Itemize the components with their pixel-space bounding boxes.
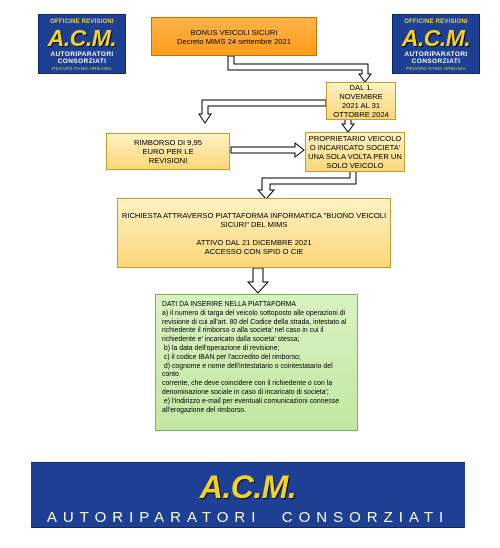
arrow-proprietario-to-richiesta: [256, 170, 357, 200]
banner-subtitle: AUTORIPARATORI CONSORZIATI: [46, 509, 450, 526]
dati-box: DATI DA INSERIRE NELLA PIATTAFORMA a) il…: [155, 294, 358, 431]
logo-line-1: AUTORIPARATORI: [404, 51, 468, 58]
logo-mark: A.C.M.: [401, 25, 471, 51]
proprietario-box: PROPRIETARIO VEICOLO O INCARICATO SOCIET…: [305, 132, 405, 172]
dati-line: revisione di cui all'art. 80 del Codice …: [162, 318, 347, 326]
richiesta-line-4: ATTIVO DAL 21 DICEMBRE 2021: [196, 237, 312, 247]
dates-line-2: 2021 AL 31: [341, 101, 381, 110]
dati-line: a) il numero di targa del veicolo sottop…: [162, 309, 346, 317]
arrow-rimborso-to-proprietario: [230, 141, 305, 159]
dati-line: richiedente il rimborso o alla societa' …: [162, 327, 324, 335]
acm-banner: A.C.M. AUTORIPARATORI CONSORZIATI: [31, 462, 465, 528]
dates-line-3: OTTOBRE 2024: [333, 110, 389, 119]
richiesta-line-1: RICHIESTA ATTRAVERSO PIATTAFORMA INFORMA…: [121, 210, 387, 220]
logo-top-text: OFFICINE REVISIONI: [404, 19, 468, 25]
dati-line: denominazione sociale in caso di incaric…: [162, 388, 329, 396]
proprietario-line-1: PROPRIETARIO VEICOLO: [308, 134, 402, 143]
richiesta-line-2: SICURI" DEL MIMS: [220, 219, 288, 229]
logo-line-3: PESARO-FANO-URBANIA: [406, 66, 466, 71]
dati-line: d) cognome e nome dell'intestatario o co…: [162, 362, 333, 370]
acm-logo-left: OFFICINE REVISIONI A.C.M. AUTORIPARATORI…: [38, 14, 126, 74]
dati-line: all'erogazione del rimborso.: [162, 406, 247, 414]
acm-logo-right: OFFICINE REVISIONI A.C.M. AUTORIPARATORI…: [392, 14, 480, 74]
rimborso-box: RIMBORSO DI 9,95 EURO PER LE REVISIONI: [106, 133, 230, 170]
dati-line: corrente, che deve coincidere con il ric…: [162, 380, 333, 388]
proprietario-line-3: UNA SOLA VOLTA PER UN: [308, 152, 402, 161]
arrow-title-to-dates: [227, 55, 372, 83]
title-line-1: BONUS VEICOLI SICURI: [190, 27, 278, 37]
logo-mark: A.C.M.: [47, 25, 117, 51]
richiesta-box: RICHIESTA ATTRAVERSO PIATTAFORMA INFORMA…: [117, 198, 391, 268]
dati-heading: DATI DA INSERIRE NELLA PIATTAFORMA: [162, 301, 297, 308]
dati-line: c) il codice IBAN per l'accredito del ri…: [162, 353, 301, 361]
logo-top-text: OFFICINE REVISIONI: [50, 19, 114, 25]
logo-line-1: AUTORIPARATORI: [50, 51, 114, 58]
proprietario-line-4: SOLO VEICOLO: [326, 161, 384, 170]
dati-line: e) l'indirizzo e-mail per eventuali comu…: [162, 397, 340, 405]
rimborso-line-3: REVISIONI: [148, 156, 188, 165]
dates-line-1: DAL 1. NOVEMBRE: [339, 83, 383, 101]
title-line-2: Decreto MIMS 24 settembre 2021: [177, 36, 291, 46]
arrow-dates-to-proprietario: [341, 117, 355, 133]
arrow-richiesta-to-dati: [246, 267, 270, 294]
logo-line-2: CONSORZIATI: [411, 58, 461, 65]
dati-line: richiedente e' incaricato dalla societa'…: [162, 336, 300, 344]
dates-box: DAL 1. NOVEMBRE 2021 AL 31 OTTOBRE 2024: [326, 82, 396, 120]
proprietario-line-2: O INCARICATO SOCIETA': [309, 143, 401, 152]
logo-line-3: PESARO-FANO-URBANIA: [52, 66, 112, 71]
arrow-dates-to-rimborso: [198, 99, 327, 124]
dati-line: conto: [162, 371, 179, 379]
rimborso-line-1: RIMBORSO DI 9,95: [134, 138, 202, 147]
banner-mark: A.C.M.: [199, 469, 297, 505]
dati-line: b) la data dell'operazione di revisione;: [162, 344, 280, 352]
logo-line-2: CONSORZIATI: [57, 58, 107, 65]
richiesta-line-5: ACCESSO CON SPID O CIE: [204, 246, 304, 256]
title-box: BONUS VEICOLI SICURI Decreto MIMS 24 set…: [151, 17, 317, 56]
rimborso-line-2: EURO PER LE: [142, 147, 194, 156]
